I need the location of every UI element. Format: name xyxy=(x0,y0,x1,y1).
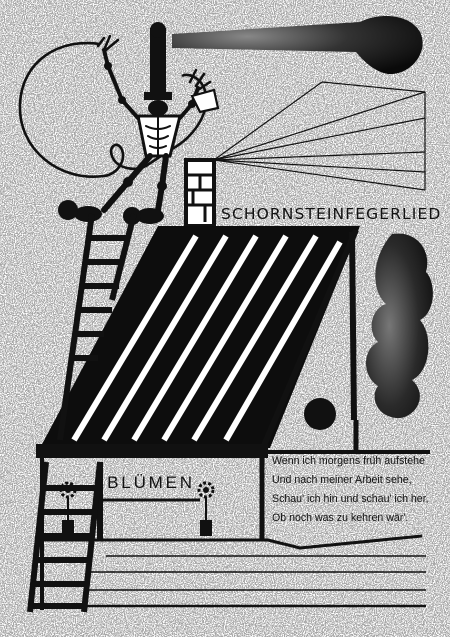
upper-ladder xyxy=(57,213,137,441)
poem-stanza: Wenn ich morgens früh aufstehe Und nach … xyxy=(272,452,429,528)
chimney-sweep-figure xyxy=(58,22,220,225)
smoke-beam xyxy=(172,16,423,75)
chimney xyxy=(184,158,216,228)
shop-sign: BLÜMEN xyxy=(107,473,195,492)
roof xyxy=(36,226,360,458)
cloud-right xyxy=(366,233,433,419)
flower-right xyxy=(197,481,215,536)
poem-line: Wenn ich morgens früh aufstehe xyxy=(272,455,425,467)
poem-line: Schau' ich hin und schau' ich her, xyxy=(272,493,429,505)
poem-title: SCHORNSTEINFEGERLIED xyxy=(221,205,442,223)
lower-ladder xyxy=(27,461,103,613)
lasso-rope xyxy=(18,41,208,179)
light-rays xyxy=(213,81,426,191)
round-window xyxy=(304,398,336,430)
street-lines xyxy=(42,534,426,608)
poem-line: Und nach meiner Arbeit sehe, xyxy=(272,474,412,486)
poem-line: Ob noch was zu kehren wär'. xyxy=(272,512,409,524)
